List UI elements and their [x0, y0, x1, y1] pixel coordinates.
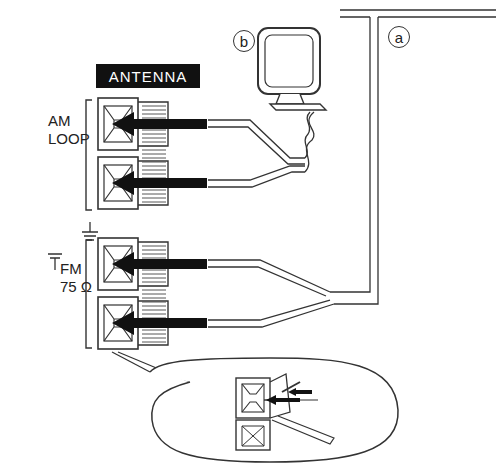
callout-letter: a [388, 26, 410, 48]
node-text: a [395, 29, 403, 46]
terminal-block [98, 98, 207, 349]
am-bracket [86, 100, 92, 210]
node-text: b [240, 33, 248, 50]
am-loop-antenna [258, 28, 326, 110]
ground-symbol [82, 222, 98, 240]
am-wires [208, 112, 314, 187]
inset-detail [112, 352, 398, 462]
terminal-label: AM LOOP [48, 112, 88, 148]
callout-letter: b [233, 30, 255, 52]
terminal-label: FM 75 Ω [60, 260, 96, 296]
antenna-symbol [48, 254, 62, 270]
antenna-heading: ANTENNA [96, 64, 200, 88]
fm-wires [208, 10, 496, 327]
node-text: ANTENNA [109, 68, 188, 85]
